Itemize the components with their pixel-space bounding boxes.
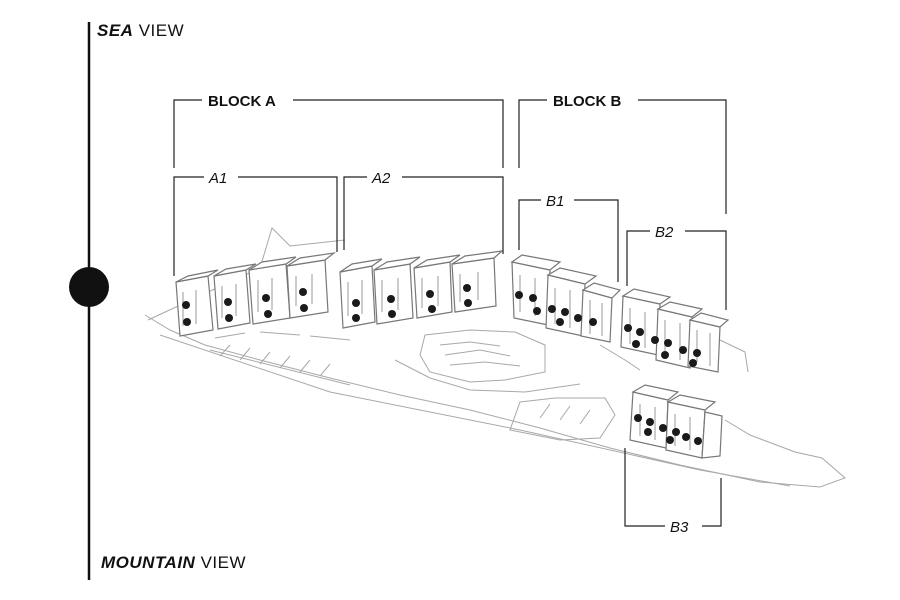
block-b1-bracket <box>518 199 619 282</box>
orientation-marker <box>69 267 109 307</box>
block-b-label: BLOCK B <box>553 93 621 110</box>
block-a1-buildings <box>175 252 337 337</box>
block-b3-label: B3 <box>670 519 689 536</box>
block-b3-buildings <box>629 384 723 459</box>
block-a1-label: A1 <box>208 170 227 187</box>
block-b1-label: B1 <box>546 193 564 210</box>
block-b2-label: B2 <box>655 224 674 241</box>
unit-markers <box>182 284 702 445</box>
block-a2-buildings <box>339 250 504 329</box>
block-b2-bracket <box>626 230 727 310</box>
block-b-bracket <box>518 99 727 214</box>
block-a2-bracket <box>343 176 504 254</box>
mountain-view-label: MOUNTAIN VIEW <box>101 553 247 572</box>
site-outline <box>144 227 846 488</box>
block-a2-label: A2 <box>371 170 391 187</box>
block-b3-bracket <box>624 448 722 527</box>
block-a-bracket <box>173 99 504 168</box>
block-b1-buildings <box>510 254 622 343</box>
block-a-label: BLOCK A <box>208 93 276 110</box>
sea-view-label: SEA VIEW <box>97 21 185 40</box>
block-a1-bracket <box>173 176 338 276</box>
